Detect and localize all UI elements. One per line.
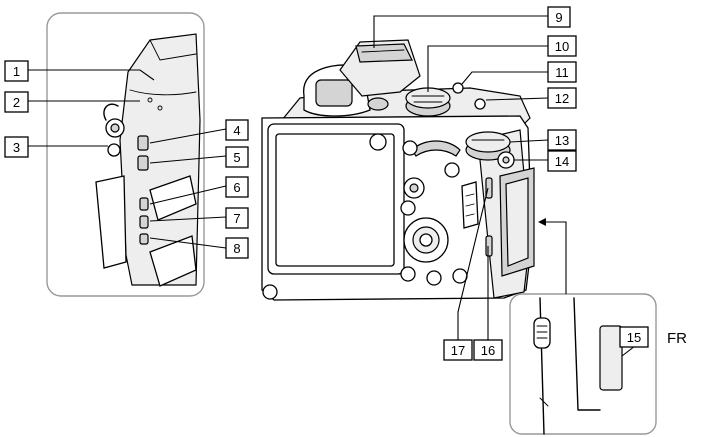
leader-lines xyxy=(28,15,649,357)
callout-label-5: 5 xyxy=(233,150,240,165)
callout-label-17: 17 xyxy=(451,343,465,358)
callout-6: 6 xyxy=(225,176,249,198)
callout-label-15: 15 xyxy=(627,330,641,345)
language-tag: FR xyxy=(667,330,687,347)
callout-11: 11 xyxy=(547,61,577,83)
callout-label-13: 13 xyxy=(555,133,569,148)
callout-label-9: 9 xyxy=(555,10,562,25)
callout-13: 13 xyxy=(547,129,577,151)
camera-body xyxy=(261,39,535,301)
callout-label-7: 7 xyxy=(233,211,240,226)
callout-label-1: 1 xyxy=(13,64,20,79)
callout-label-4: 4 xyxy=(233,123,240,138)
callout-label-12: 12 xyxy=(555,91,569,106)
callout-9: 9 xyxy=(547,6,571,28)
callout-label-10: 10 xyxy=(555,39,569,54)
callout-label-8: 8 xyxy=(233,241,240,256)
callout-3: 3 xyxy=(4,136,29,158)
callout-4: 4 xyxy=(225,119,249,141)
callout-15: 15 xyxy=(619,326,649,348)
callout-14: 14 xyxy=(547,150,577,172)
callout-label-11: 11 xyxy=(555,65,569,80)
callout-label-16: 16 xyxy=(481,343,495,358)
callout-label-6: 6 xyxy=(233,180,240,195)
callout-label-3: 3 xyxy=(13,140,20,155)
callout-10: 10 xyxy=(547,35,577,57)
callout-8: 8 xyxy=(225,237,249,259)
callout-5: 5 xyxy=(225,146,249,168)
callout-label-14: 14 xyxy=(555,154,569,169)
callout-2: 2 xyxy=(4,91,29,113)
callout-16: 16 xyxy=(473,339,503,361)
callout-1: 1 xyxy=(4,60,29,82)
callout-label-2: 2 xyxy=(13,95,20,110)
side-terminal-inset xyxy=(46,12,205,297)
card-slot-inset xyxy=(509,218,657,435)
callout-12: 12 xyxy=(547,87,577,109)
callout-17: 17 xyxy=(443,339,473,361)
callout-7: 7 xyxy=(225,207,249,229)
